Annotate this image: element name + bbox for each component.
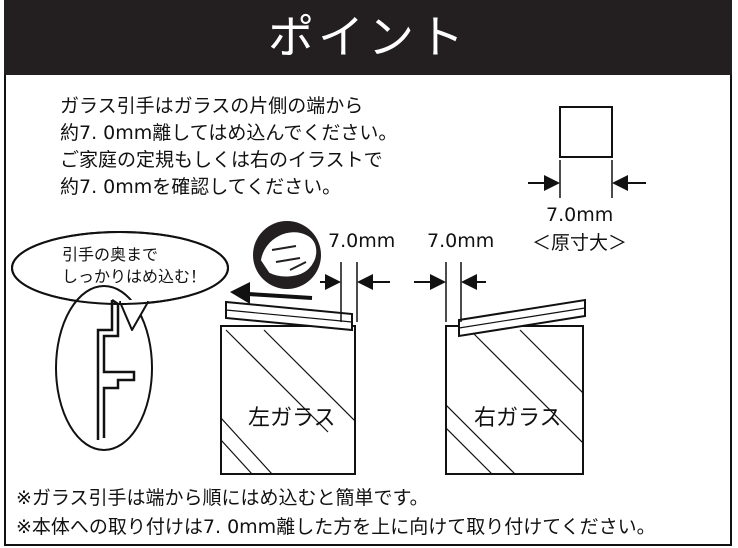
actual-size-ruler [528,106,646,198]
callout-line: しっかりはめ込む！ [62,267,207,286]
intro-line: ご家庭の定規もしくは右のイラストで [60,149,383,171]
callout-line: 引手の奥まで [62,245,159,264]
hand-icon [253,221,321,289]
actual-size-label: ＜原寸大＞ [532,232,628,254]
right-glass-label: 右ガラス [474,406,562,431]
page-frame [4,0,732,546]
notes: ※ガラス引手は端から順にはめ込むと簡単です。 ※本体への取り付けは7. 0mm離… [16,484,656,542]
right-glass-panel [414,262,586,475]
left-glass-panel [220,262,390,475]
note-line: ※本体への取り付けは7. 0mm離した方を上に向けて取り付けてください。 [16,516,656,538]
intro-line: 約7. 0mm離してはめ込んでください。 [60,122,398,144]
callout-text: 引手の奥まで しっかりはめ込む！ [62,244,206,288]
left-measure: 7.0mm [328,230,396,252]
page-title: ポイント [268,10,468,64]
intro-text: ガラス引手はガラスの片側の端から 約7. 0mm離してはめ込んでください。 ご家… [60,93,480,201]
intro-line: ガラス引手はガラスの片側の端から [60,95,364,117]
ruler-measure: 7.0mm [546,204,614,226]
note-line: ※ガラス引手は端から順にはめ込むと簡単です。 [16,487,429,509]
intro-line: 約7. 0mmを確認してください。 [60,176,342,198]
header-bar: ポイント [4,0,732,75]
push-arrow-icon [230,282,313,304]
right-measure: 7.0mm [427,230,495,252]
handle-profile [96,298,136,440]
left-glass-label: 左ガラス [248,406,336,431]
